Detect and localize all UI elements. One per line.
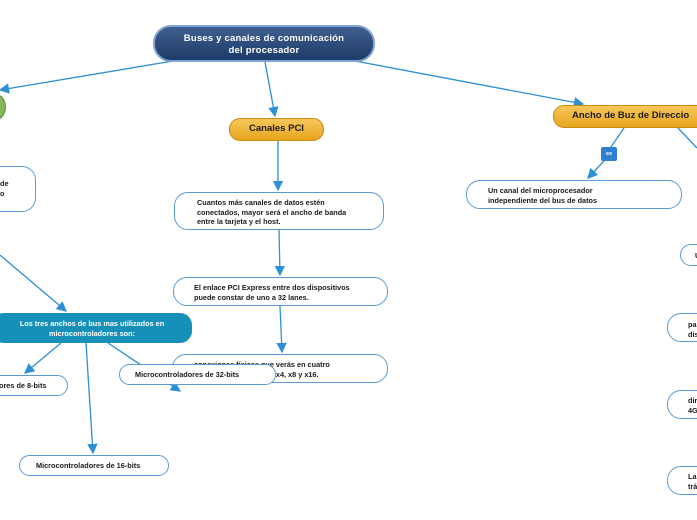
topic-canales-pci-label: Canales PCI [249, 123, 304, 134]
link-root-left [0, 60, 174, 94]
right-partial-3-line1: dir [688, 396, 697, 405]
ancho-definition-line2: independiente del bus de datos [488, 195, 598, 205]
pci-detail-2-line2: puede constar de uno a 32 lanes. [194, 292, 309, 302]
ancho-definition-node[interactable]: Un canal del microprocesador independien… [466, 180, 682, 209]
link-widths-16 [85, 342, 98, 455]
pci-detail-1-line3: entre la tarjeta y el host. [197, 217, 281, 226]
right-partial-node-1[interactable]: U [680, 244, 697, 266]
micro-32bit-node[interactable]: Microcontroladores de 32-bits [119, 364, 276, 385]
right-partial-node-4[interactable]: La trá [667, 466, 697, 495]
root-title-line2: del procesador [228, 45, 300, 56]
link-ancho-right [677, 127, 697, 149]
pci-detail-1[interactable]: Cuantos más canales de datos estén conec… [174, 192, 384, 230]
topic-ancho-de-bus[interactable]: Ancho de Buz de Direccio [553, 105, 697, 128]
pci-detail-1-line1: Cuantos más canales de datos estén [197, 198, 325, 207]
right-partial-node-2[interactable]: pa dis [667, 313, 697, 342]
micro-16bit-label: Microcontroladores de 16-bits [36, 461, 141, 470]
bus-widths-node[interactable]: Los tres anchos de bus mas utilizados en… [0, 313, 192, 343]
left-partial-node[interactable]: de o [0, 166, 36, 212]
right-partial-4-line2: trá [688, 481, 697, 491]
right-partial-3-line2: 4G [688, 405, 697, 415]
pci-detail-2[interactable]: El enlace PCI Express entre dos disposit… [173, 277, 388, 306]
pci-detail-1-line2: conectados, mayor será el ancho de banda [197, 207, 347, 217]
left-partial-line2: o [0, 188, 5, 198]
link-pci-2 [274, 228, 286, 277]
link-es-def [587, 160, 605, 179]
micro-8bit-node[interactable]: ores de 8-bits [0, 375, 68, 396]
topic-canales-pci[interactable]: Canales PCI [229, 118, 324, 141]
bus-widths-line1: Los tres anchos de bus mas utilizados en [19, 319, 165, 328]
pci-detail-2-line1: El enlace PCI Express entre dos disposit… [194, 283, 350, 292]
link-ancho-es [610, 127, 625, 148]
micro-32bit-label: Microcontroladores de 32-bits [135, 370, 240, 379]
link-widths-8 [24, 342, 62, 374]
link-root-ancho [354, 60, 585, 108]
right-partial-2-line2: dis [688, 329, 697, 339]
micro-16bit-node[interactable]: Microcontroladores de 16-bits [19, 455, 169, 476]
right-partial-1-text: U [695, 251, 697, 261]
link-left-widths [0, 254, 67, 312]
right-partial-2-line1: pa [688, 320, 697, 329]
ancho-definition-line1: Un canal del microprocesador [488, 186, 593, 195]
left-partial-line1: de [0, 179, 9, 188]
link-pci-3 [276, 305, 287, 354]
link-root-pci [264, 61, 279, 118]
bus-widths-line2: microcontroladores son: [49, 328, 135, 338]
micro-8bit-label: ores de 8-bits [0, 381, 47, 390]
topic-ancho-label: Ancho de Buz de Direccio [572, 110, 690, 121]
connector-label-es: es [601, 147, 617, 161]
right-partial-node-3[interactable]: dir 4G [667, 390, 697, 419]
root-node[interactable]: Buses y canales de comunicación del proc… [153, 25, 375, 62]
right-partial-4-line1: La [688, 472, 697, 481]
root-title-line1: Buses y canales de comunicación [183, 33, 345, 44]
